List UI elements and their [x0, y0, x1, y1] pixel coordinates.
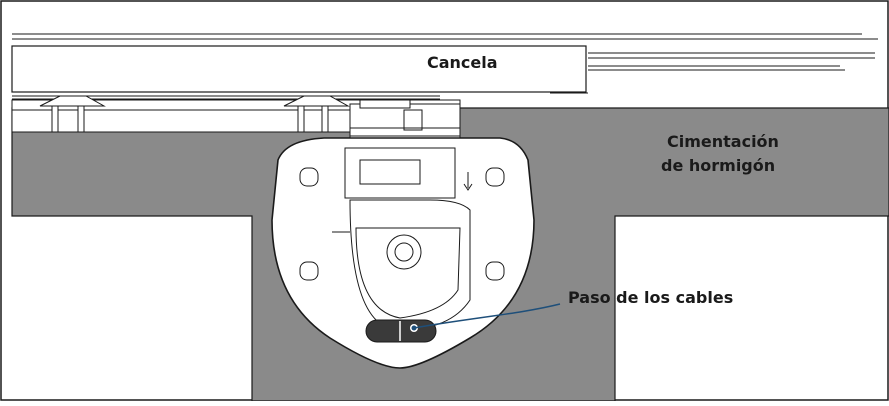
motor-mechanism — [299, 147, 505, 331]
foundation-label-line1: Cimentación — [667, 132, 779, 151]
guide-rail — [12, 33, 878, 94]
gate-leaf — [11, 45, 587, 93]
gate-label: Cancela — [427, 53, 498, 72]
wheel-support-right — [283, 95, 350, 133]
foundation-label-line2: de hormigón — [661, 156, 775, 175]
cable-passage-label: Paso de los cables — [568, 288, 733, 307]
cable-leader — [411, 303, 561, 331]
wheel-support-left — [39, 95, 106, 133]
cable-slot — [365, 319, 437, 343]
